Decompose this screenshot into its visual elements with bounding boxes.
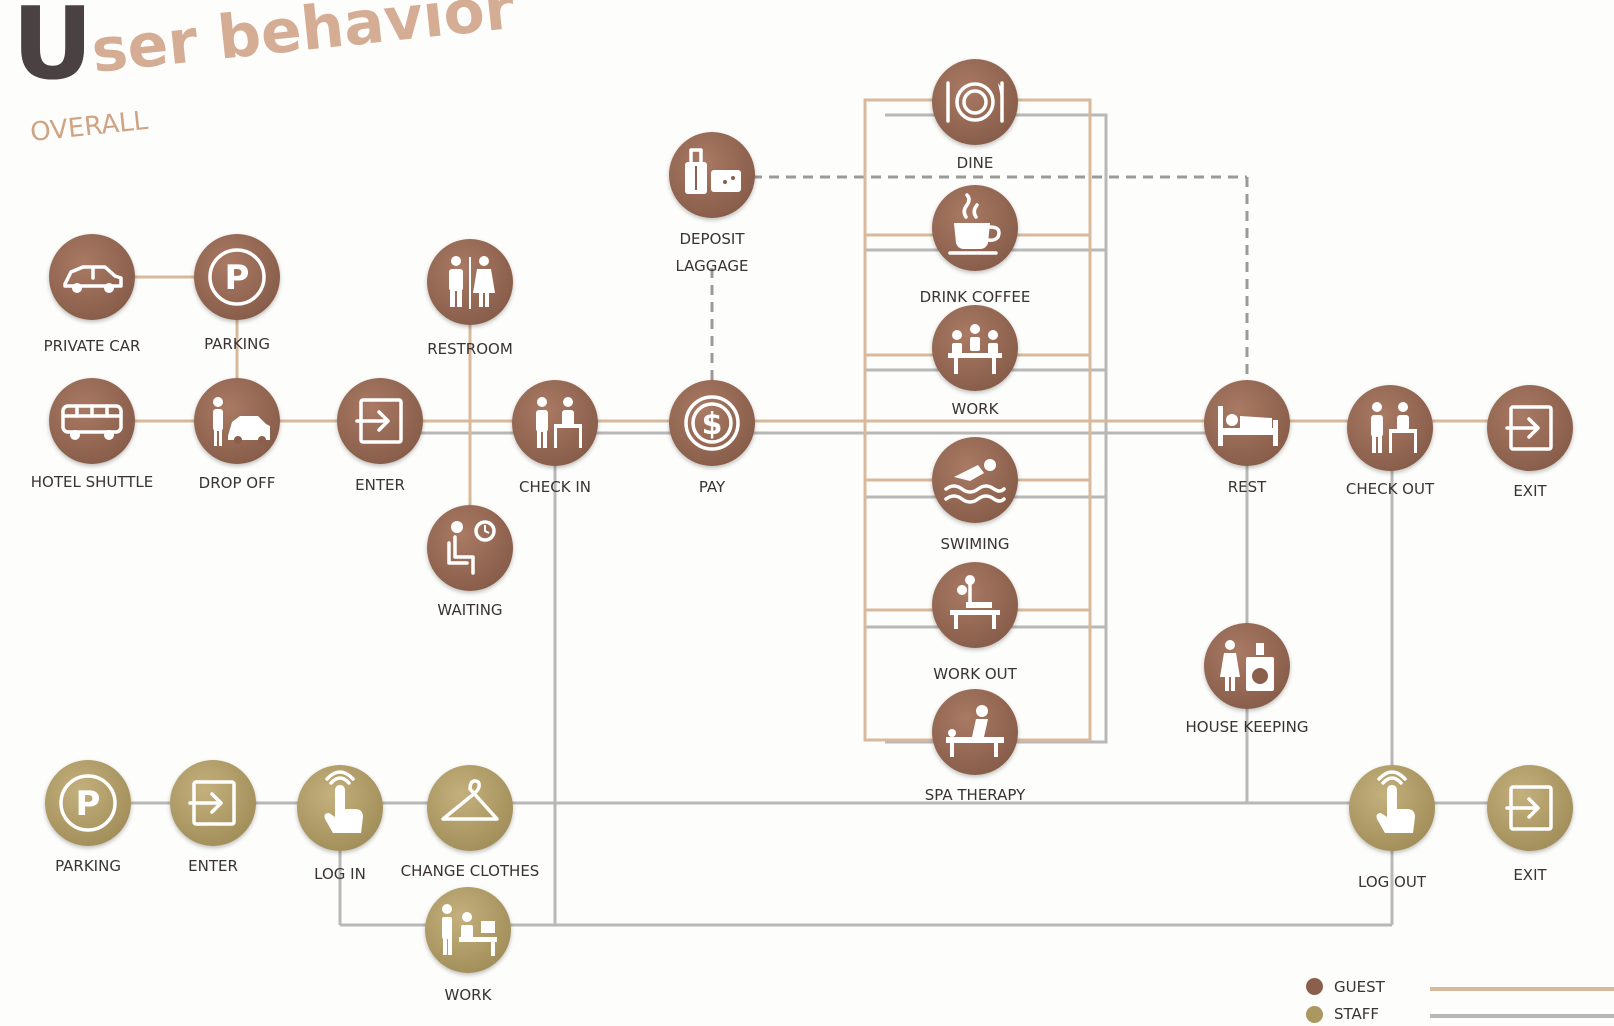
node-workout (932, 562, 1018, 648)
node-spa (932, 689, 1018, 775)
svg-text:P: P (225, 258, 250, 298)
node-label-waiting: WAITING (437, 601, 503, 619)
node-label-staff-work: WORK (444, 986, 492, 1004)
node-waiting (427, 505, 513, 591)
legend-guest-line (1430, 987, 1614, 991)
node-pay: $ (669, 380, 755, 466)
node-log-in (297, 765, 383, 851)
node-label-housekeeping: HOUSE KEEPING (1185, 718, 1309, 736)
node-hotel-shuttle (49, 378, 135, 464)
node-swim (932, 437, 1018, 523)
node-staff-parking: P (45, 760, 131, 846)
node-label-log-in: LOG IN (314, 865, 366, 883)
node-label-private-car: PRIVATE CAR (43, 337, 141, 355)
node-dine (932, 59, 1018, 145)
dashed-lines (710, 175, 1249, 380)
node-label-change-clothes: CHANGE CLOTHES (400, 862, 540, 880)
node-change-clothes (427, 765, 513, 851)
node-staff-enter (170, 760, 256, 846)
node-label-drop-off: DROP OFF (198, 474, 276, 492)
title-first-letter: U (12, 0, 94, 102)
node-label-enter: ENTER (355, 476, 405, 494)
node-log-out (1349, 765, 1435, 851)
node-label-deposit: DEPOSIT (679, 230, 745, 248)
node-label-dine: DINE (956, 154, 994, 172)
node-label-check-in: CHECK IN (519, 478, 591, 496)
node-label2-deposit: LAGGAGE (675, 257, 749, 275)
legend-staff-dot (1306, 1006, 1323, 1023)
node-label-hotel-shuttle: HOTEL SHUTTLE (30, 473, 154, 491)
node-label-staff-exit: EXIT (1513, 866, 1547, 884)
node-private-car (49, 234, 135, 320)
node-label-workout: WORK OUT (933, 665, 1017, 683)
guest-lines (88, 98, 1530, 742)
node-label-log-out: LOG OUT (1358, 873, 1426, 891)
node-label-restroom: RESTROOM (427, 340, 513, 358)
svg-text:P: P (76, 784, 101, 824)
legend-staff-line (1430, 1014, 1614, 1018)
node-label-coffee: DRINK COFFEE (919, 288, 1031, 306)
node-drop-off (194, 378, 280, 464)
node-enter (337, 378, 423, 464)
node-rest (1204, 380, 1290, 466)
node-label-swim: SWIMING (940, 535, 1010, 553)
node-work-guest (932, 305, 1018, 391)
legend-staff-label: STAFF (1334, 1005, 1380, 1023)
node-deposit (669, 132, 755, 218)
svg-text:$: $ (702, 407, 723, 442)
node-label-staff-parking: PARKING (55, 857, 121, 875)
node-check-in (512, 380, 598, 466)
node-label-work-guest: WORK (951, 400, 999, 418)
node-housekeeping (1204, 623, 1290, 709)
node-restroom (427, 239, 513, 325)
node-parking: P (194, 234, 280, 320)
node-label-exit-guest: EXIT (1513, 482, 1547, 500)
node-label-check-out: CHECK OUT (1345, 480, 1435, 498)
legend-guest-label: GUEST (1334, 978, 1385, 996)
node-staff-exit (1487, 765, 1573, 851)
node-check-out (1347, 385, 1433, 471)
node-label-spa: SPA THERAPY (924, 786, 1026, 804)
legend-guest-dot (1306, 978, 1323, 995)
node-exit-guest (1487, 385, 1573, 471)
node-label-parking: PARKING (204, 335, 270, 353)
node-label-staff-enter: ENTER (188, 857, 238, 875)
node-label-pay: PAY (698, 478, 726, 496)
node-coffee (932, 185, 1018, 271)
node-staff-work (425, 887, 511, 973)
node-label-rest: REST (1227, 478, 1267, 496)
